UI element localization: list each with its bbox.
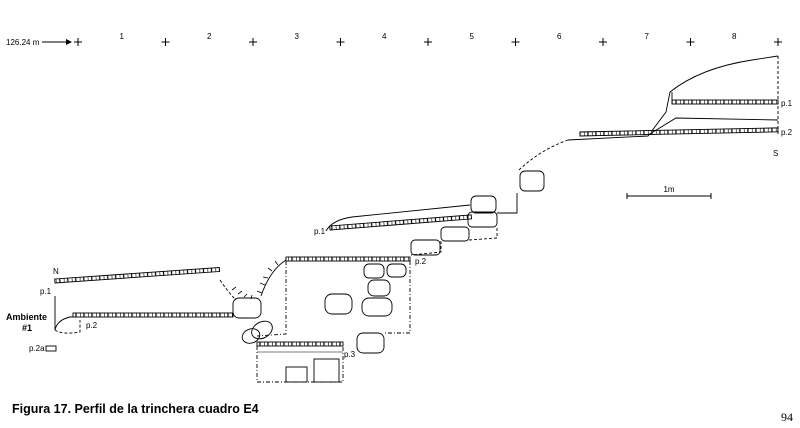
grid-cross [161,38,170,46]
grid-cross [774,38,782,46]
grid-cross [686,38,695,46]
central-section [256,139,569,354]
pit-layer-p3-band [256,341,344,347]
grid-tick-label: 1 [120,32,125,41]
north-section [45,259,287,352]
north-layer-p2-band [72,312,234,318]
south-p2-label: p.2 [781,128,793,137]
grid-tick-label: 2 [207,32,212,41]
ambiente-number: #1 [22,323,32,333]
figure-caption: Figura 17. Perfil de la trinchera cuadro… [12,402,259,416]
grid-cross [599,38,607,46]
grid-tick-label: 4 [382,32,387,41]
datum-elevation-label: 126.24 m [6,38,40,47]
grid-crosses [74,38,782,46]
grid-tick-label: 7 [645,32,650,41]
grid-tick-labels: 1 2 3 4 5 6 7 8 [120,32,738,41]
grid-cross [424,38,432,46]
scale-bar-label: 1m [663,185,674,194]
grid-tick-label: 6 [557,32,562,41]
page-number: 94 [781,410,793,424]
grid-tick-label: 8 [732,32,737,41]
pit-p3-label: p.3 [344,350,356,359]
grid-tick-label: 3 [295,32,300,41]
north-p2a-label: p.2a [29,344,45,353]
grid-cross [74,38,82,46]
scale-bar [626,193,712,199]
south-section [567,55,779,141]
ambiente-label: Ambiente [6,312,47,322]
north-p2a-marker [45,345,57,352]
south-layer-p1-band [671,99,779,105]
datum-arrow [42,39,72,45]
south-label: S [773,149,778,158]
central-p2-label: p.2 [415,257,427,266]
north-label: N [53,267,59,276]
central-layer-p2-band [285,256,411,262]
grid-cross [249,38,257,46]
north-p2-label: p.2 [86,321,98,330]
central-p1-label: p.1 [314,227,326,236]
grid-cross [336,38,345,46]
north-layer-p1-band [54,267,221,284]
grid-cross [511,38,520,46]
grid-tick-label: 5 [470,32,475,41]
south-p1-label: p.1 [781,99,793,108]
north-p1-label: p.1 [40,287,52,296]
pit-section [256,341,344,383]
south-layer-p2-band [579,127,779,137]
central-layer-p1-band [329,214,473,231]
